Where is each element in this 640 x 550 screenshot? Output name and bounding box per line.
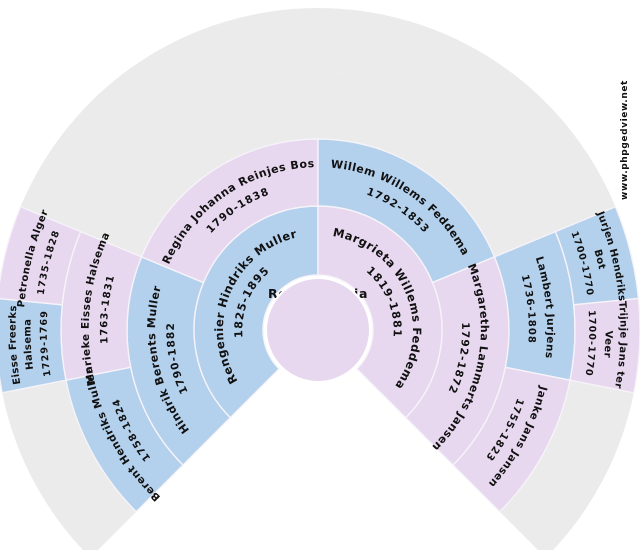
center-person-circle[interactable] — [265, 277, 371, 383]
person-label-text: Halsema — [22, 319, 35, 371]
fan-empty-slot — [2, 380, 137, 550]
person-label-text: Bot — [591, 248, 606, 270]
person-label-arc: 1729-1769 — [39, 310, 54, 377]
person-segments-layer — [0, 138, 640, 513]
person-label-text: Veer — [601, 331, 613, 359]
fan-segment-janke-jans-jansen[interactable] — [452, 366, 571, 513]
fan-empty-slot — [20, 8, 616, 232]
person-label-arc: Bot — [591, 248, 607, 270]
fan-empty-slot — [80, 72, 556, 257]
empty-slots-layer — [2, 8, 634, 550]
watermark-phpgedview: www.phpgedview.net — [620, 80, 630, 200]
fan-segment-petronella-alger[interactable] — [0, 205, 82, 306]
person-label-text: 1729-1769 — [39, 310, 53, 377]
person-label-arc: Veer — [601, 331, 613, 359]
person-label-arc: Halsema — [22, 319, 36, 371]
fan-empty-slot — [499, 380, 634, 550]
